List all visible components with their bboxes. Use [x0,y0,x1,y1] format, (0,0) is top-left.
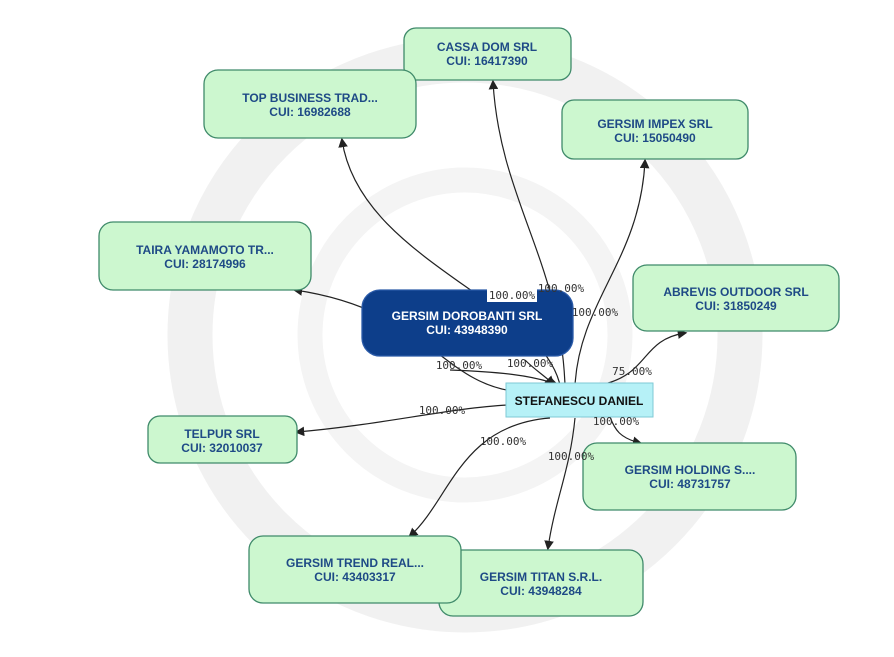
edge-label: 100.00% [419,404,466,417]
company-node-selected[interactable]: GERSIM DOROBANTI SRL CUI: 43948390 [361,289,574,357]
company-node[interactable]: CASSA DOM SRL CUI: 16417390 [403,27,572,81]
company-name: ABREVIS OUTDOOR SRL [663,285,808,299]
edge-abrevis [599,329,688,386]
company-node[interactable]: GERSIM HOLDING S.... CUI: 48731757 [582,442,797,511]
company-cui: CUI: 43403317 [314,570,396,584]
person-node[interactable]: STEFANESCU DANIEL [505,382,654,418]
company-cui: CUI: 48731757 [649,477,731,491]
company-name: GERSIM TITAN S.R.L. [480,570,602,584]
company-node[interactable]: TAIRA YAMAMOTO TR... CUI: 28174996 [98,221,312,291]
person-name: STEFANESCU DANIEL [515,394,644,408]
company-name: GERSIM HOLDING S.... [625,463,756,477]
company-node[interactable]: TOP BUSINESS TRAD... CUI: 16982688 [203,69,417,139]
company-name: CASSA DOM SRL [437,40,537,54]
edge-label: 100.00% [436,359,483,372]
company-node[interactable]: TELPUR SRL CUI: 32010037 [147,415,298,464]
company-cui: CUI: 32010037 [181,441,263,455]
edge-label: 100.00% [489,289,536,302]
edge-gersim-impex [574,158,650,386]
edge-label: 75.00% [612,365,652,378]
company-node[interactable]: ABREVIS OUTDOOR SRL CUI: 31850249 [632,264,840,332]
company-name: GERSIM DOROBANTI SRL [392,309,543,323]
edge-label: 100.00% [507,357,554,370]
company-name: GERSIM TREND REAL... [286,556,424,570]
edge-label: 100.00% [480,435,527,448]
edge-dorobanti [449,369,559,387]
edge-telpur [294,404,509,437]
company-node[interactable]: GERSIM TREND REAL... CUI: 43403317 [248,535,462,604]
company-name: TOP BUSINESS TRAD... [242,91,378,105]
edge-label: 100.00% [548,450,595,463]
background-ring [297,167,633,503]
company-cui: CUI: 28174996 [164,257,246,271]
company-name: TELPUR SRL [184,427,259,441]
company-cui: CUI: 31850249 [695,299,777,313]
company-node[interactable]: GERSIM IMPEX SRL CUI: 15050490 [561,99,749,160]
edge-dorobanti-2 [524,359,555,386]
edge-label: 100.00% [572,306,619,319]
company-cui: CUI: 43948284 [500,584,582,598]
edge-trend-real [408,417,551,538]
edge-label: 100.00% [538,282,585,295]
company-cui: CUI: 16982688 [269,105,351,119]
company-name: TAIRA YAMAMOTO TR... [136,243,274,257]
company-node[interactable]: GERSIM TITAN S.R.L. CUI: 43948284 [438,549,644,617]
edge-titan [544,417,576,551]
edge-holding [609,416,643,446]
edge-labels: 100.00% 100.00% 100.00% 100.00% 100.00% … [419,282,652,463]
company-name: GERSIM IMPEX SRL [597,117,712,131]
company-cui: CUI: 16417390 [446,54,528,68]
edge-label: 100.00% [593,415,640,428]
edges [292,79,688,551]
company-cui: CUI: 43948390 [426,323,508,337]
company-cui: CUI: 15050490 [614,131,696,145]
